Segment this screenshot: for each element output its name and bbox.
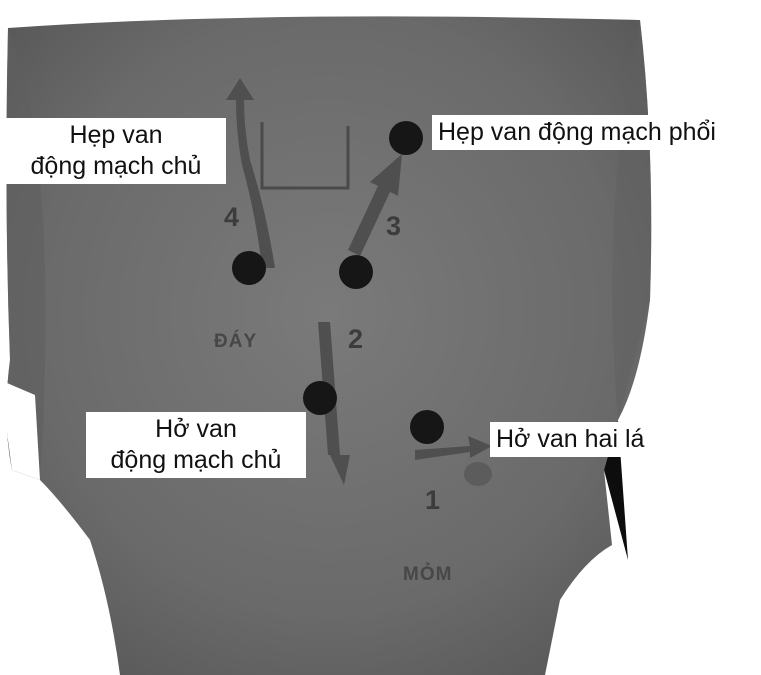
marker-number-4: 4 (224, 204, 239, 231)
auscultation-point-aortic (232, 251, 266, 285)
label-aortic-regurgitation: Hở van động mạch chủ (86, 412, 306, 478)
marker-number-2: 2 (348, 326, 363, 353)
region-apex-label: MỎM (403, 564, 452, 586)
label-mitral-regurgitation: Hở van hai lá (490, 422, 650, 457)
label-aortic-stenosis: Hẹp van động mạch chủ (6, 118, 226, 184)
apex-spot (464, 462, 492, 486)
auscultation-point-erb (303, 381, 337, 415)
label-aortic-stenosis-line1: Hẹp van (12, 120, 220, 151)
region-base-label: ĐÁY (214, 331, 257, 353)
marker-number-3: 3 (386, 213, 401, 240)
label-aortic-regurgitation-line1: Hở van (92, 414, 300, 445)
label-aortic-regurgitation-line2: động mạch chủ (92, 445, 300, 476)
label-aortic-stenosis-line2: động mạch chủ (12, 151, 220, 182)
marker-number-1: 1 (425, 487, 440, 514)
auscultation-point-tricuspid (339, 255, 373, 289)
auscultation-point-pulmonary (389, 121, 423, 155)
auscultation-point-mitral (410, 410, 444, 444)
label-pulmonary-stenosis: Hẹp van động mạch phổi (432, 115, 722, 150)
